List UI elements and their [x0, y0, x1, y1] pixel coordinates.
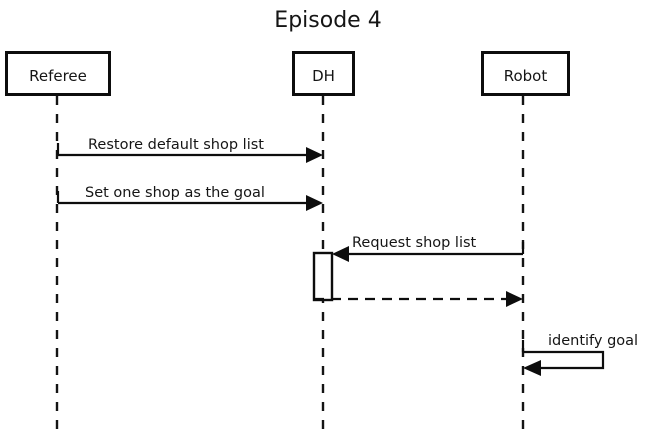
arrowhead-right-m4 [506, 291, 523, 307]
message-label-m3: Request shop list [352, 235, 477, 251]
message-label-m1: Restore default shop list [88, 137, 264, 153]
participant-box-referee[interactable] [5, 51, 111, 96]
arrowhead-right-m2 [306, 195, 323, 211]
participant-label-robot: Robot [504, 67, 548, 85]
message-identify-goal[interactable]: identify goal [521, 333, 638, 376]
page-title: Episode 4 [274, 8, 381, 33]
arrowhead-left-m3 [332, 246, 349, 262]
arrowhead-right-m1 [306, 147, 323, 163]
participant-label-dh: DH [312, 67, 335, 85]
message-request-shop-list[interactable]: Request shop list [332, 235, 525, 262]
message-label-m5: identify goal [548, 333, 638, 349]
participant-label-referee: Referee [29, 67, 87, 85]
message-return-dashed[interactable] [314, 291, 523, 307]
participant-box-robot[interactable] [481, 51, 570, 96]
participant-box-dh[interactable] [292, 51, 355, 96]
message-selfloop-m5 [523, 350, 605, 370]
message-restore-default-shop-list[interactable]: Restore default shop list [56, 137, 323, 163]
message-set-one-shop-as-the-goal[interactable]: Set one shop as the goal [56, 185, 323, 211]
message-label-m2: Set one shop as the goal [85, 185, 265, 201]
arrowhead-left-m5 [523, 360, 541, 376]
activation-bar-dh[interactable] [312, 251, 334, 302]
